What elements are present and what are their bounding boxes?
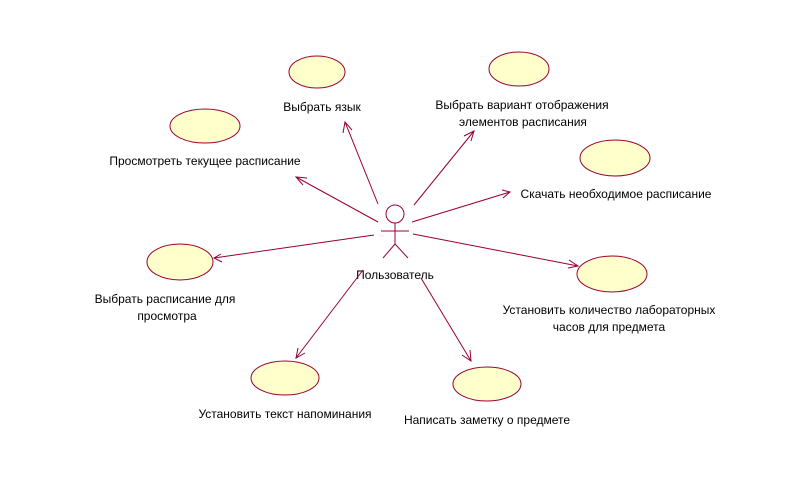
use-case-choose-language[interactable]: Выбрать язык	[283, 55, 362, 114]
association-download-schedule	[411, 189, 512, 223]
use-case-set-lab-hours[interactable]: Установить количество лабораторных часов…	[503, 255, 716, 334]
use-case-label: Просмотреть текущее расписание	[109, 154, 301, 168]
actor-right-leg	[394, 243, 409, 259]
use-case-ellipse	[488, 51, 550, 87]
association-choose-language	[342, 120, 379, 205]
use-case-label: Установить текст напоминания	[198, 407, 371, 421]
association-write-subject-note	[420, 277, 472, 362]
use-case-label: Выбрать вариант отображения	[435, 98, 608, 112]
use-case-label: Установить количество лабораторных	[503, 303, 716, 317]
use-case-label-line-2: элементов расписания	[459, 115, 587, 129]
use-case-choose-display-variant[interactable]: Выбрать вариант отображения элементов ра…	[435, 51, 609, 129]
association-set-lab-hours	[412, 233, 580, 269]
use-case-label-line-2: просмотра	[137, 309, 197, 323]
use-case-ellipse	[250, 360, 320, 396]
use-case-label: Скачать необходимое расписание	[521, 187, 712, 201]
association-view-current-schedule	[294, 176, 379, 223]
use-case-set-reminder-text[interactable]: Установить текст напоминания	[198, 360, 372, 421]
association-choose-display-variant	[413, 130, 475, 206]
use-case-label: Написать заметку о предмете	[404, 413, 570, 427]
use-case-write-subject-note[interactable]: Написать заметку о предмете	[404, 366, 570, 427]
use-case-ellipse	[579, 139, 651, 177]
use-case-ellipse	[576, 255, 648, 293]
actor-head	[385, 204, 405, 224]
use-case-ellipse	[146, 243, 214, 281]
use-case-download-schedule[interactable]: Скачать необходимое расписание	[521, 139, 712, 201]
use-case-view-current-schedule[interactable]: Просмотреть текущее расписание	[109, 108, 301, 168]
association-choose-schedule-to-view	[212, 234, 375, 263]
use-case-ellipse	[288, 55, 346, 89]
actor-left-leg	[382, 243, 396, 259]
use-case-label: Выбрать язык	[283, 100, 361, 114]
actor-user[interactable]: Пользователь	[356, 204, 434, 282]
use-case-ellipse	[169, 108, 241, 144]
actor-label: Пользователь	[356, 268, 434, 282]
use-case-choose-schedule-to-view[interactable]: Выбрать расписание для просмотра	[95, 243, 236, 323]
association-set-reminder-text	[295, 269, 364, 359]
use-case-label: Выбрать расписание для	[95, 292, 236, 306]
use-case-label-line-2: часов для предмета	[553, 320, 666, 334]
use-case-ellipse	[452, 366, 522, 402]
